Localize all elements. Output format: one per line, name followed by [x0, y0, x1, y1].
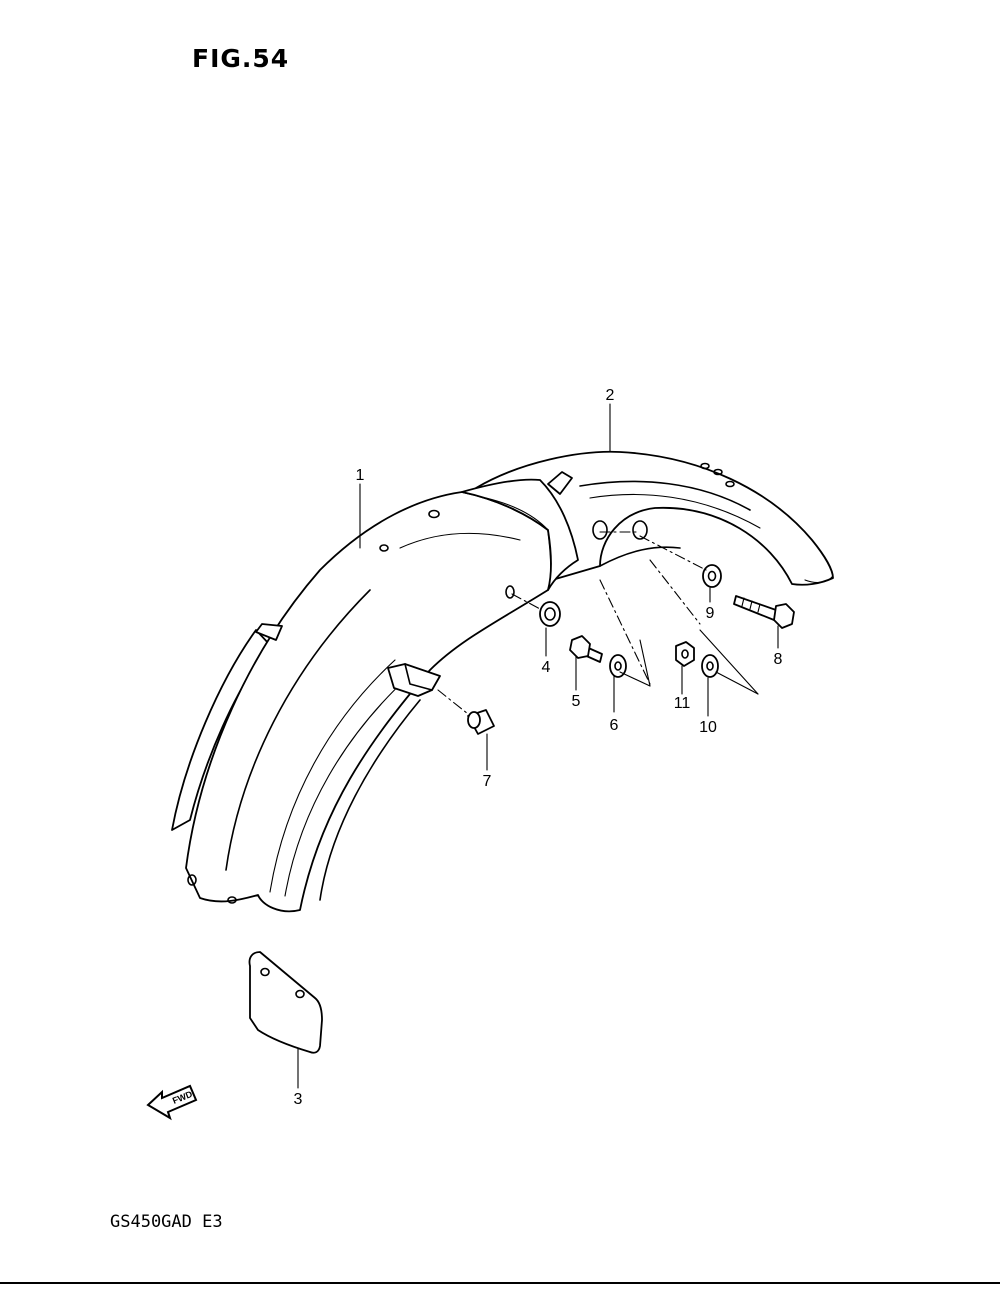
part-4-grommet: [539, 601, 561, 627]
part-9-washer: [702, 564, 722, 588]
part-10-washer: [701, 654, 719, 678]
callout-6: 6: [610, 717, 619, 734]
callout-2: 2: [606, 387, 615, 404]
part-5-bolt: [569, 635, 603, 663]
leader-lines: [297, 403, 779, 1089]
model-code: GS450GAD E3: [110, 1212, 223, 1232]
callout-labels: 1 2 3 4 5 6 7 8 9 10 11: [294, 387, 783, 1108]
callout-8: 8: [774, 651, 783, 668]
part-6-washer: [609, 654, 627, 678]
callout-10: 10: [699, 719, 717, 736]
callout-3: 3: [294, 1091, 303, 1108]
part-3-plate: [248, 951, 323, 1054]
part-11-nut: [675, 641, 695, 667]
part-8-bolt: [733, 595, 795, 629]
callout-5: 5: [572, 693, 581, 710]
bottom-divider: [0, 1282, 1000, 1284]
fwd-arrow-icon: FWD: [146, 1084, 198, 1121]
callout-9: 9: [706, 605, 715, 622]
callout-11: 11: [674, 695, 691, 712]
callout-7: 7: [483, 773, 492, 790]
figure-title: FIG.54: [192, 44, 290, 73]
callout-4: 4: [542, 659, 551, 676]
part-1-rear-fender-main: [171, 478, 579, 913]
callout-1: 1: [356, 467, 365, 484]
part-7-collar: [467, 709, 495, 735]
